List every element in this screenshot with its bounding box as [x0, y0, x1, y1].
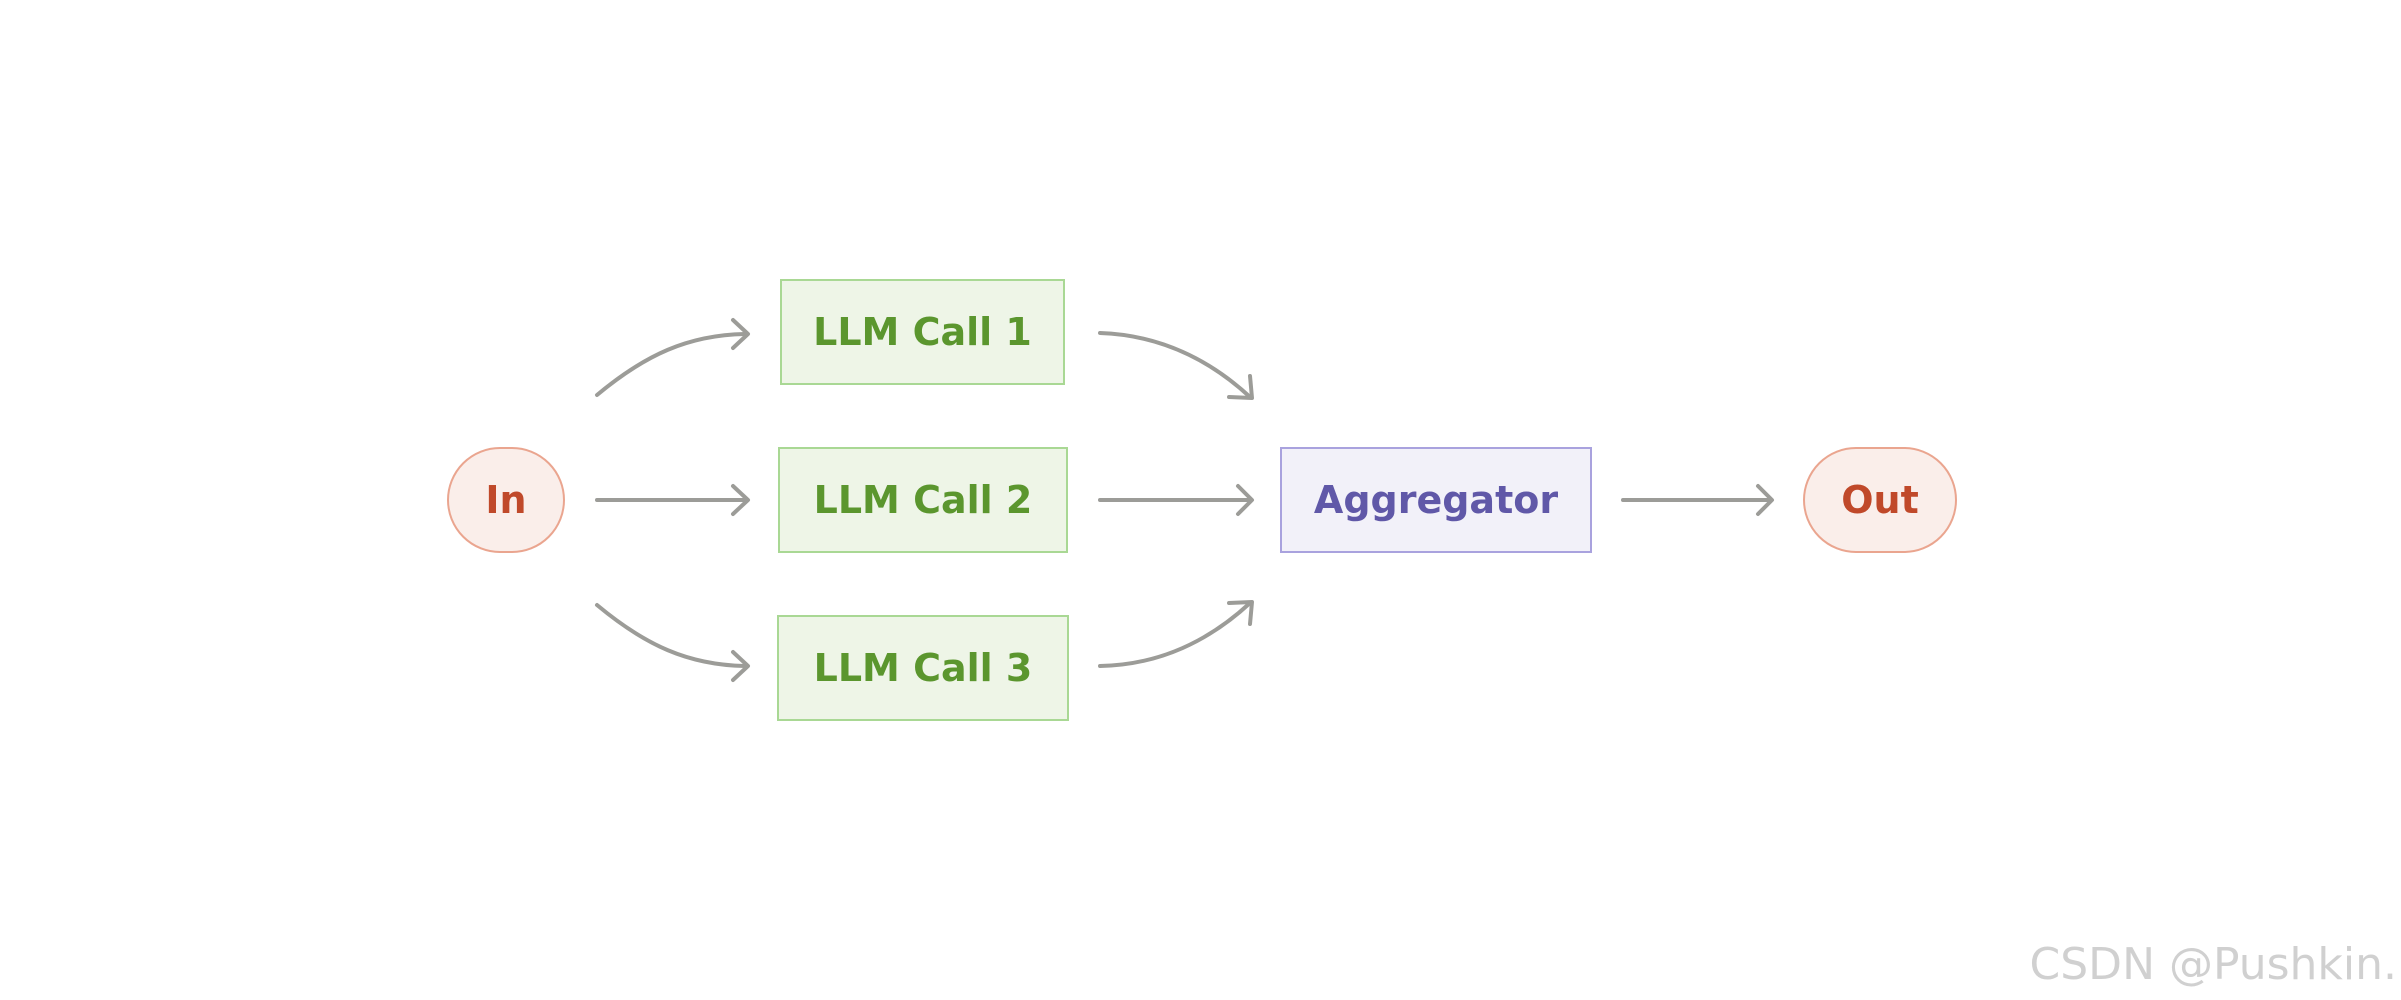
- edge-in-to-llm-call-3: [595, 603, 747, 668]
- edge-llm-call-1-to-aggregator: [1098, 331, 1252, 399]
- arrowhead-llm-call-3-to-aggregator: [1227, 600, 1254, 626]
- arrowhead-in-to-llm-call-1: [731, 318, 750, 350]
- edge-llm-call-3-to-aggregator: [1098, 601, 1252, 668]
- input-node: In: [447, 447, 565, 553]
- watermark: CSDN @Pushkin.: [2029, 939, 2397, 990]
- llm-call-1-label: LLM Call 1: [813, 310, 1032, 354]
- edge-in-to-llm-call-1: [595, 332, 747, 397]
- arrowhead-aggregator-to-out: [1756, 484, 1774, 516]
- arrowhead-llm-call-1-to-aggregator: [1227, 374, 1254, 400]
- arrowhead-llm-call-2-to-aggregator: [1236, 484, 1254, 516]
- llm-call-2-node: LLM Call 2: [778, 447, 1068, 553]
- output-node: Out: [1803, 447, 1957, 553]
- arrowhead-in-to-llm-call-2: [731, 484, 750, 516]
- arrowhead-in-to-llm-call-3: [731, 650, 750, 682]
- input-node-label: In: [485, 478, 527, 522]
- llm-call-3-node: LLM Call 3: [777, 615, 1069, 721]
- llm-call-2-label: LLM Call 2: [813, 478, 1033, 522]
- llm-call-3-label: LLM Call 3: [813, 646, 1033, 690]
- llm-call-1-node: LLM Call 1: [780, 279, 1065, 385]
- aggregator-node-label: Aggregator: [1313, 478, 1559, 522]
- output-node-label: Out: [1841, 478, 1919, 522]
- aggregator-node: Aggregator: [1280, 447, 1592, 553]
